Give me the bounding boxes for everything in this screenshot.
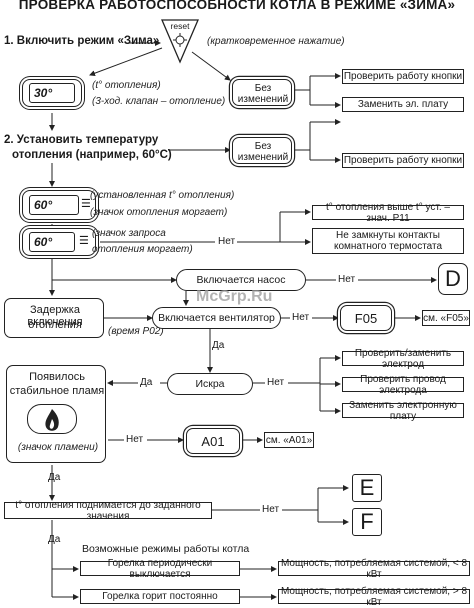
spark-node: Искра <box>167 373 253 395</box>
code-f05-box: F05 <box>340 305 392 331</box>
page-title: ПРОВЕРКА РАБОТОСПОСОБНОСТИ КОТЛА В РЕЖИМ… <box>18 0 456 12</box>
delay-line-1: Задержка включения <box>27 304 83 328</box>
code-e-box: E <box>352 474 382 502</box>
display-1-note-2: (3-ход. клапан – отопление) <box>92 96 226 107</box>
answer-no-pump: Нет <box>338 274 356 285</box>
flame-box: Появилось стабильное пламя (значок пламе… <box>6 365 106 463</box>
heating-request-icon: ☰ <box>79 235 89 247</box>
see-a01-box: см. «A01» <box>264 432 314 448</box>
display-3-note-2: отопления моргает) <box>92 244 193 255</box>
answer-no-spark: Нет <box>267 377 285 388</box>
answer-yes-temp: Да <box>48 534 61 545</box>
replace-board-box: Заменить эл. плату <box>342 97 464 112</box>
delay-line-2: отопления <box>28 319 82 331</box>
display-2-note-2: (значок отопления моргает) <box>90 207 228 218</box>
code-d-box: D <box>438 263 468 295</box>
check-button-box-1: Проверить работу кнопки <box>342 69 464 84</box>
display-3-note-1: (значок запроса <box>92 228 166 239</box>
reset-label: reset <box>170 21 190 31</box>
step-2-label-line-2: отопления (например, 60°С) <box>12 149 172 161</box>
answer-yes-fan: Да <box>212 340 225 351</box>
see-f05-box: см. «F05» <box>422 310 470 326</box>
check-button-box-2: Проверить работу кнопки <box>342 153 464 168</box>
answer-no-temp: Нет <box>262 504 280 515</box>
replace-board-2-box: Заменить электронную плату <box>342 400 464 422</box>
answer-no-fan: Нет <box>292 312 310 323</box>
code-f-box: F <box>352 508 382 536</box>
answer-no-flame: Нет <box>126 434 144 445</box>
reset-button[interactable]: reset <box>160 18 200 64</box>
answer-yes-flame: Да <box>48 472 61 483</box>
display-1-note-1: (t° отопления) <box>92 80 161 91</box>
step-1-label: 1. Включить режим «Зима» <box>4 35 160 47</box>
flame-note: (значок пламени) <box>17 442 99 453</box>
delay-box: Задержка включения отопления <box>4 298 104 338</box>
delay-note: (время Р02) <box>108 326 164 337</box>
mode-1-box: Горелка периодически выключается <box>80 558 240 580</box>
display-3-lcd: 60° <box>29 232 75 252</box>
no-change-1-line-1: Без <box>254 83 272 94</box>
thermostat-box: Не замкнуты контакты комнатного термоста… <box>312 228 464 254</box>
thermostat-line-1: Не замкнуты контакты <box>336 230 440 241</box>
flame-icon <box>45 409 59 431</box>
pump-on-node: Включается насос <box>176 269 306 291</box>
flame-line-2: стабильное пламя <box>9 385 105 397</box>
reset-note: (кратковременное нажатие) <box>207 36 345 47</box>
replace-electrode-box: Проверить/заменить электрод <box>342 348 464 370</box>
no-change-2-line-1: Без <box>254 141 272 152</box>
watermark: McGrp.Ru <box>196 288 273 305</box>
modes-title: Возможные режимы работы котла <box>82 543 250 555</box>
radiator-icon: ☰ <box>81 198 91 210</box>
no-change-box-1: Без изменений <box>232 79 292 106</box>
power-1-box: Мощность, потребляемая системой, < 8 кВт <box>278 558 470 580</box>
no-change-box-2: Без изменений <box>232 137 292 164</box>
no-change-2-line-2: изменений <box>237 152 289 163</box>
display-2-note-1: (установленная t° отопления) <box>90 190 235 201</box>
step-2-label-line-1: 2. Установить температуру <box>4 134 159 146</box>
answer-no-display: Нет <box>218 236 236 247</box>
display-2: 60° ☰ <box>22 190 96 220</box>
flame-line-1: Появилось <box>29 371 85 383</box>
p11-box: t° отопления выше t° уст. – знач. Р11 <box>312 202 464 224</box>
code-a01-box: A01 <box>186 428 240 454</box>
display-1-lcd: 30° <box>29 83 75 103</box>
display-3: 60° ☰ <box>22 228 96 256</box>
temp-reached-box: t° отопления поднимается до заданного зн… <box>4 500 212 522</box>
display-2-lcd: 60° <box>29 195 79 215</box>
no-change-1-line-2: изменений <box>237 94 289 105</box>
fan-on-node: Включается вентилятор <box>152 307 281 329</box>
display-1: 30° <box>22 79 82 107</box>
reset-shape-icon <box>161 19 199 64</box>
flame-indicator <box>27 404 77 434</box>
thermostat-line-2: комнатного термостата <box>333 241 443 252</box>
answer-yes-spark: Да <box>140 377 153 388</box>
check-electrode-wire-box: Проверить провод электрода <box>342 374 464 396</box>
